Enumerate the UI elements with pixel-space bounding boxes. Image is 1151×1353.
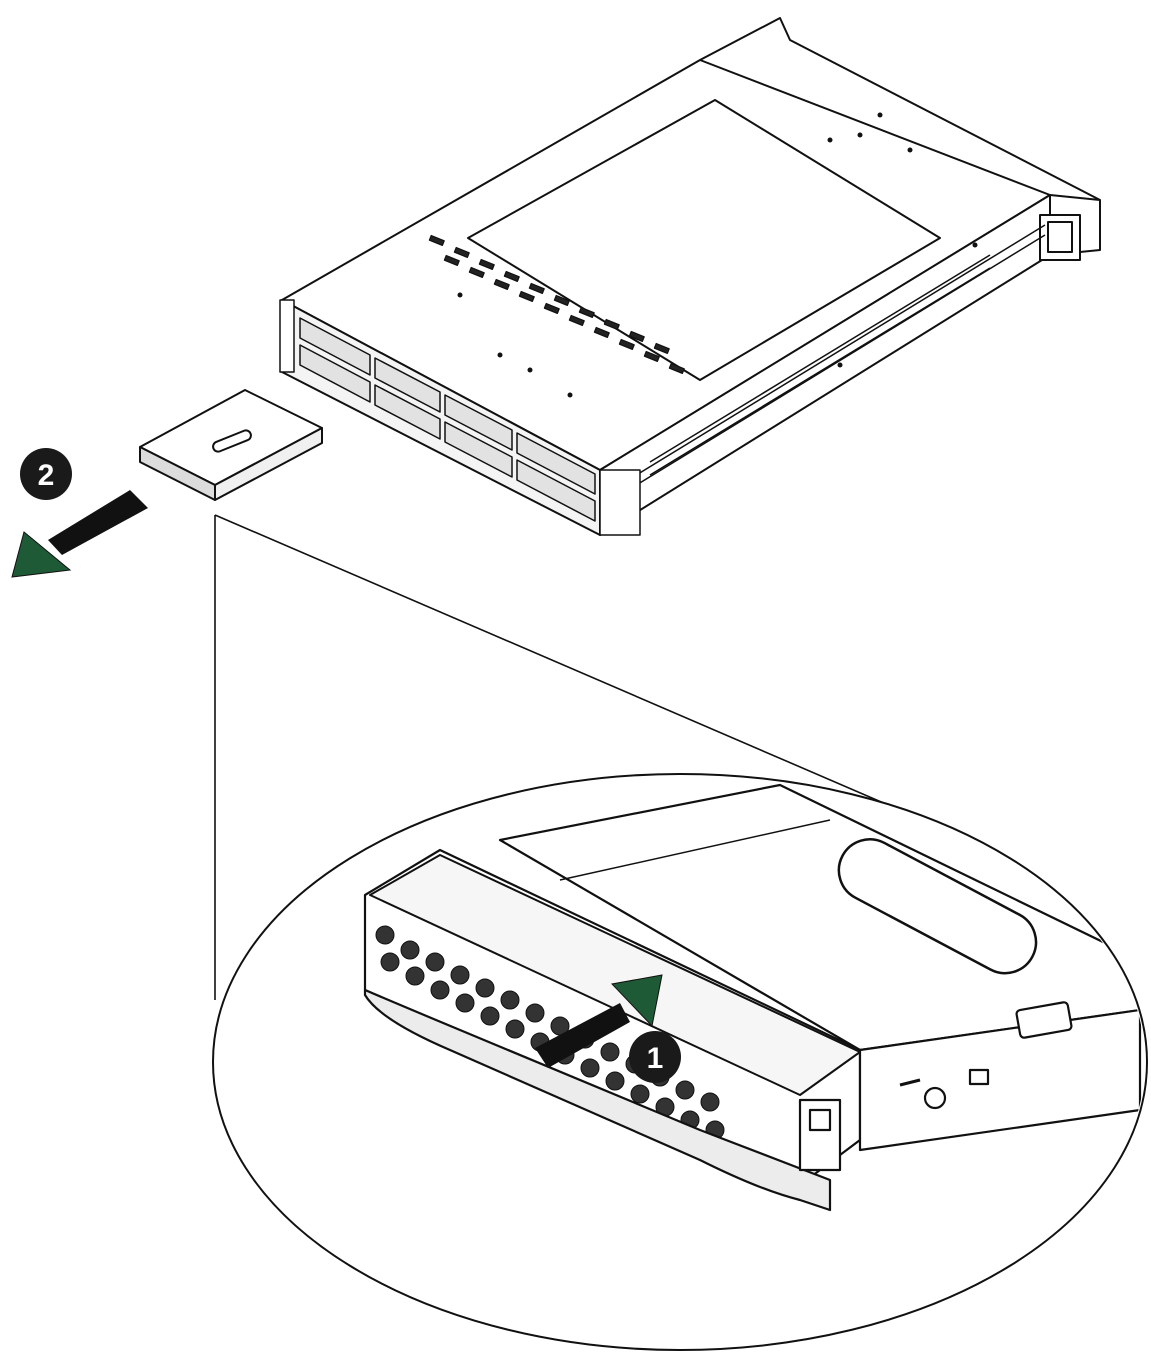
pull-out-arrow <box>11 490 148 578</box>
drive-bays <box>299 317 596 522</box>
drive-carrier-small <box>139 389 323 501</box>
step-badge-2-circle <box>20 448 72 500</box>
chassis-screws <box>457 112 978 398</box>
step-badge-1-circle <box>629 1031 681 1083</box>
step-2-number: 2 <box>38 459 55 492</box>
server-chassis <box>279 17 1101 536</box>
press-button-arrow-body <box>535 1003 630 1068</box>
pull-out-arrow-body <box>48 490 148 555</box>
step-badge-1: 1 <box>629 1031 681 1083</box>
step-1-number: 1 <box>647 1042 664 1075</box>
press-button-arrow <box>535 974 663 1068</box>
press-button-arrow-head <box>610 974 663 1028</box>
top-vent-slots <box>428 234 685 375</box>
carrier-handle-slot <box>837 838 1038 975</box>
step-badge-2: 2 <box>20 448 72 500</box>
zoom-callout-lines <box>214 514 901 1000</box>
pull-out-arrow-head <box>11 531 72 578</box>
carrier-release-lever <box>363 988 832 1212</box>
